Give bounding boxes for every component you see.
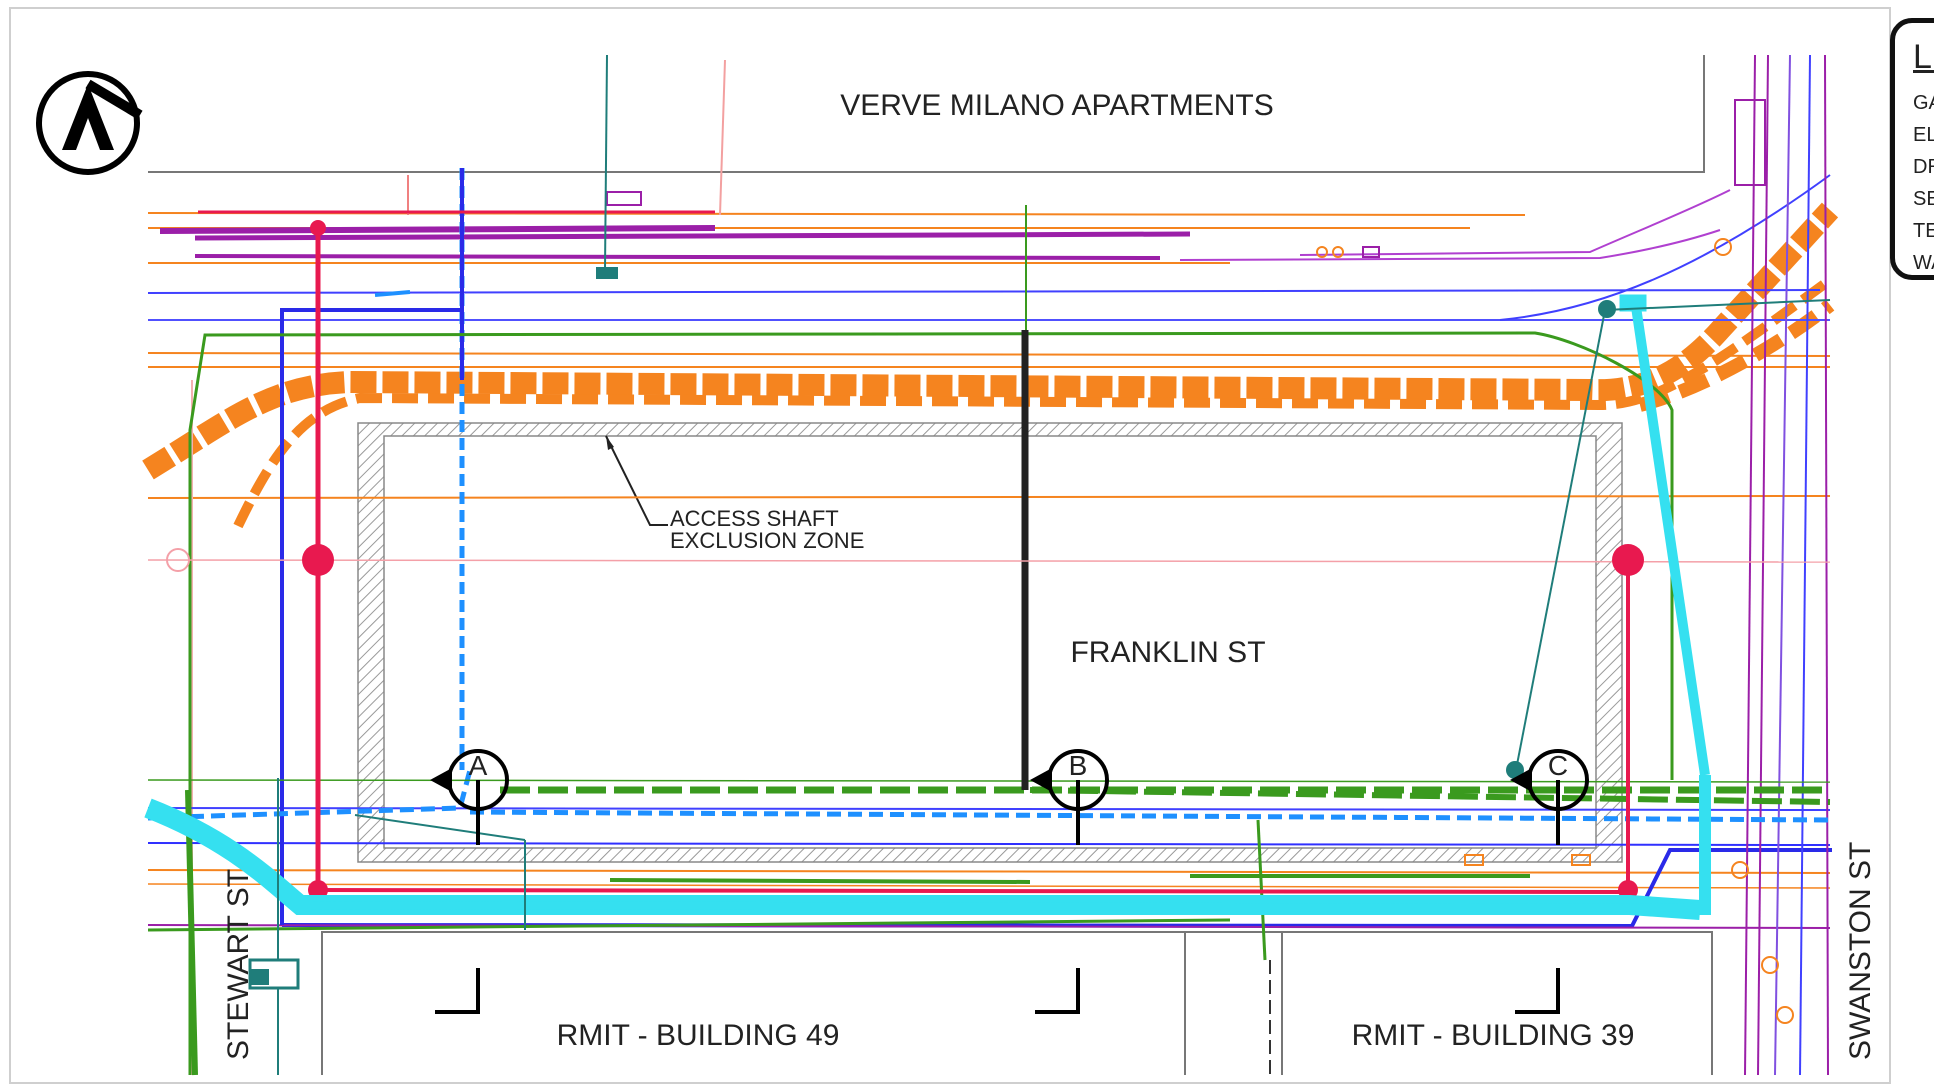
manhole-icon — [302, 544, 334, 576]
section-marker-c — [1510, 749, 1589, 1014]
electrical-lines — [147, 54, 1832, 1076]
section-label-c: C — [1548, 750, 1568, 781]
legend-item-electrical: EL — [1913, 124, 1934, 146]
page-frame — [9, 7, 1891, 1084]
manhole-icon — [1612, 544, 1644, 576]
building-outlines — [148, 55, 1713, 1075]
legend-item-telecom: TE — [1913, 220, 1934, 242]
section-marker-a — [430, 749, 509, 1014]
legend-item-drainage: DR — [1913, 156, 1934, 178]
top-building-label: VERVE MILANO APARTMENTS — [840, 89, 1273, 122]
exclusion-zone-label-line2: EXCLUSION ZONE — [670, 528, 864, 553]
section-label-b: B — [1069, 750, 1088, 781]
misc-pits — [166, 238, 1794, 1024]
legend-panel: LE GA EL DR SE TE WA — [1890, 18, 1934, 280]
legend-title: LE — [1913, 38, 1934, 76]
section-label-a: A — [469, 750, 488, 781]
zone-leader-line — [605, 435, 668, 526]
legend-item-water: WA — [1913, 252, 1934, 274]
pit-icon — [1598, 300, 1616, 318]
manhole-icon — [310, 220, 326, 236]
legend-item-sewer: SE — [1913, 188, 1934, 210]
bottom-left-building-label: RMIT - BUILDING 49 — [557, 1019, 840, 1052]
drainage-lines — [147, 205, 1831, 1076]
street-label-stewart: STEWART ST — [222, 869, 255, 1060]
bottom-right-building-label: RMIT - BUILDING 39 — [1352, 1019, 1635, 1052]
street-label-franklin: FRANKLIN ST — [1070, 636, 1265, 669]
street-label-swanston: SWANSTON ST — [1844, 842, 1877, 1060]
pit-icon — [1506, 761, 1524, 779]
legend-item-gas: GA — [1913, 92, 1934, 114]
exclusion-zone-label-line1: ACCESS SHAFT — [670, 506, 839, 531]
teal-lines — [248, 54, 1831, 1075]
north-arrow-icon — [36, 71, 143, 175]
cyan-main — [144, 294, 1711, 920]
water-lines — [147, 168, 1831, 925]
sewer-manholes — [302, 220, 1644, 900]
access-shaft-exclusion-zone — [357, 422, 1623, 863]
section-marker-b — [1030, 749, 1109, 1014]
